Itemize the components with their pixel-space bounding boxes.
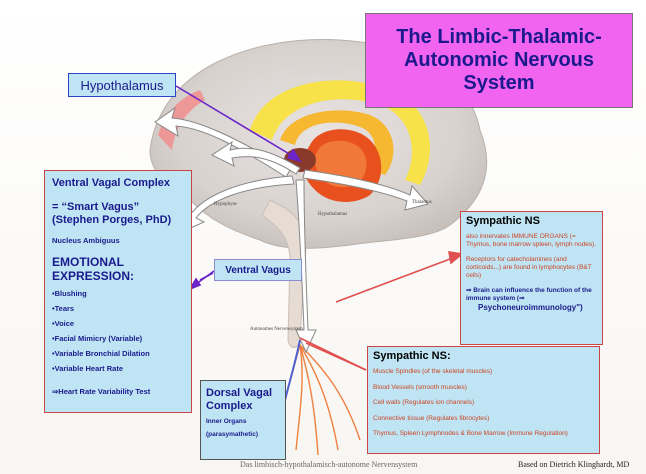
sns2-title: Sympathic NS: (373, 350, 451, 362)
sns2-item: Muscle Spindles (of the skeletal muscles… (373, 368, 493, 375)
limbic-yellow-inner (280, 110, 394, 175)
sympathic-ns-targets-box: Sympathic NS: Muscle Spindles (of the sk… (367, 346, 600, 454)
sns1-p3: ⇒ Brain can influence the function of th… (466, 287, 592, 302)
purple-arrows (175, 85, 302, 291)
sns2-item: Cell walls (Regulates ion channels) (373, 399, 475, 406)
dvc-title: Dorsal Vagal Complex (206, 387, 273, 412)
sympathic-ns-immune-box: Sympathic NS also innervates IMMUNE ORGA… (460, 211, 603, 345)
label-hypophyse: Hypophyse (214, 202, 237, 207)
hypothalamus-callout: Hypothalamus (68, 73, 176, 97)
dvc-line1: Inner Organs (206, 418, 247, 425)
sns1-p1: also innervates IMMUNE ORGANS (= Thymus,… (466, 233, 597, 248)
sns1-title: Sympathic NS (466, 215, 540, 227)
vvc-item: •Tears (52, 304, 75, 313)
vvc-item: •Variable Heart Rate (52, 364, 123, 373)
sns1-p2: Receptors for catecholamines (and cortic… (466, 256, 592, 279)
vagus-blue (284, 339, 301, 401)
vvc-emotional: EMOTIONAL EXPRESSION: (52, 255, 135, 283)
label-thalamus: Thalamus (412, 200, 432, 205)
vvc-nucleus: Nucleus Ambiguus (52, 236, 120, 245)
dvc-line2: (parasymathetic) (206, 431, 259, 438)
vvc-title: Ventral Vagal Complex (52, 177, 170, 189)
sns2-item: Thymus, Spleen Lymphnodes & Bone Marrow … (373, 430, 568, 437)
footer-credit: Based on Dietrich Klinghardt, MD (518, 460, 630, 469)
vvc-item: •Facial Mimicry (Variable) (52, 334, 143, 343)
white-arrows (154, 106, 429, 354)
sns2-item: Connective tissue (Regulates fibrocytes) (373, 414, 490, 422)
footer-caption: Das limbisch-hypothalamisch-autonome Ner… (240, 460, 418, 469)
brainstem (261, 199, 307, 348)
red-arrows (299, 251, 464, 371)
ventral-vagus-callout: Ventral Vagus (214, 259, 302, 281)
vvc-test: ⇒Heart Rate Variability Test (52, 387, 151, 396)
sns1-p4: Psychoneuroimmunology") (478, 303, 583, 312)
vvc-subtitle: = “Smart Vagus” (Stephen Porges, PhD) (52, 201, 172, 226)
label-autonomes: Autonomes Nervensystem (250, 327, 303, 332)
slide-title: The Limbic-Thalamic-Autonomic Nervous Sy… (365, 13, 633, 108)
vvc-item: •Variable Bronchial Dilation (52, 349, 150, 358)
vvc-item: •Voice (52, 319, 75, 328)
label-hypothalamus-small: Hypothalamus (318, 212, 348, 217)
sns2-item: Blood Vessels (smooth muscles) (373, 383, 467, 391)
vvc-item: •Blushing (52, 289, 87, 298)
dorsal-vagal-complex-box: Dorsal Vagal Complex Inner Organs (paras… (200, 380, 286, 460)
ventral-vagal-complex-box: Ventral Vagal Complex = “Smart Vagus” (S… (44, 170, 192, 413)
